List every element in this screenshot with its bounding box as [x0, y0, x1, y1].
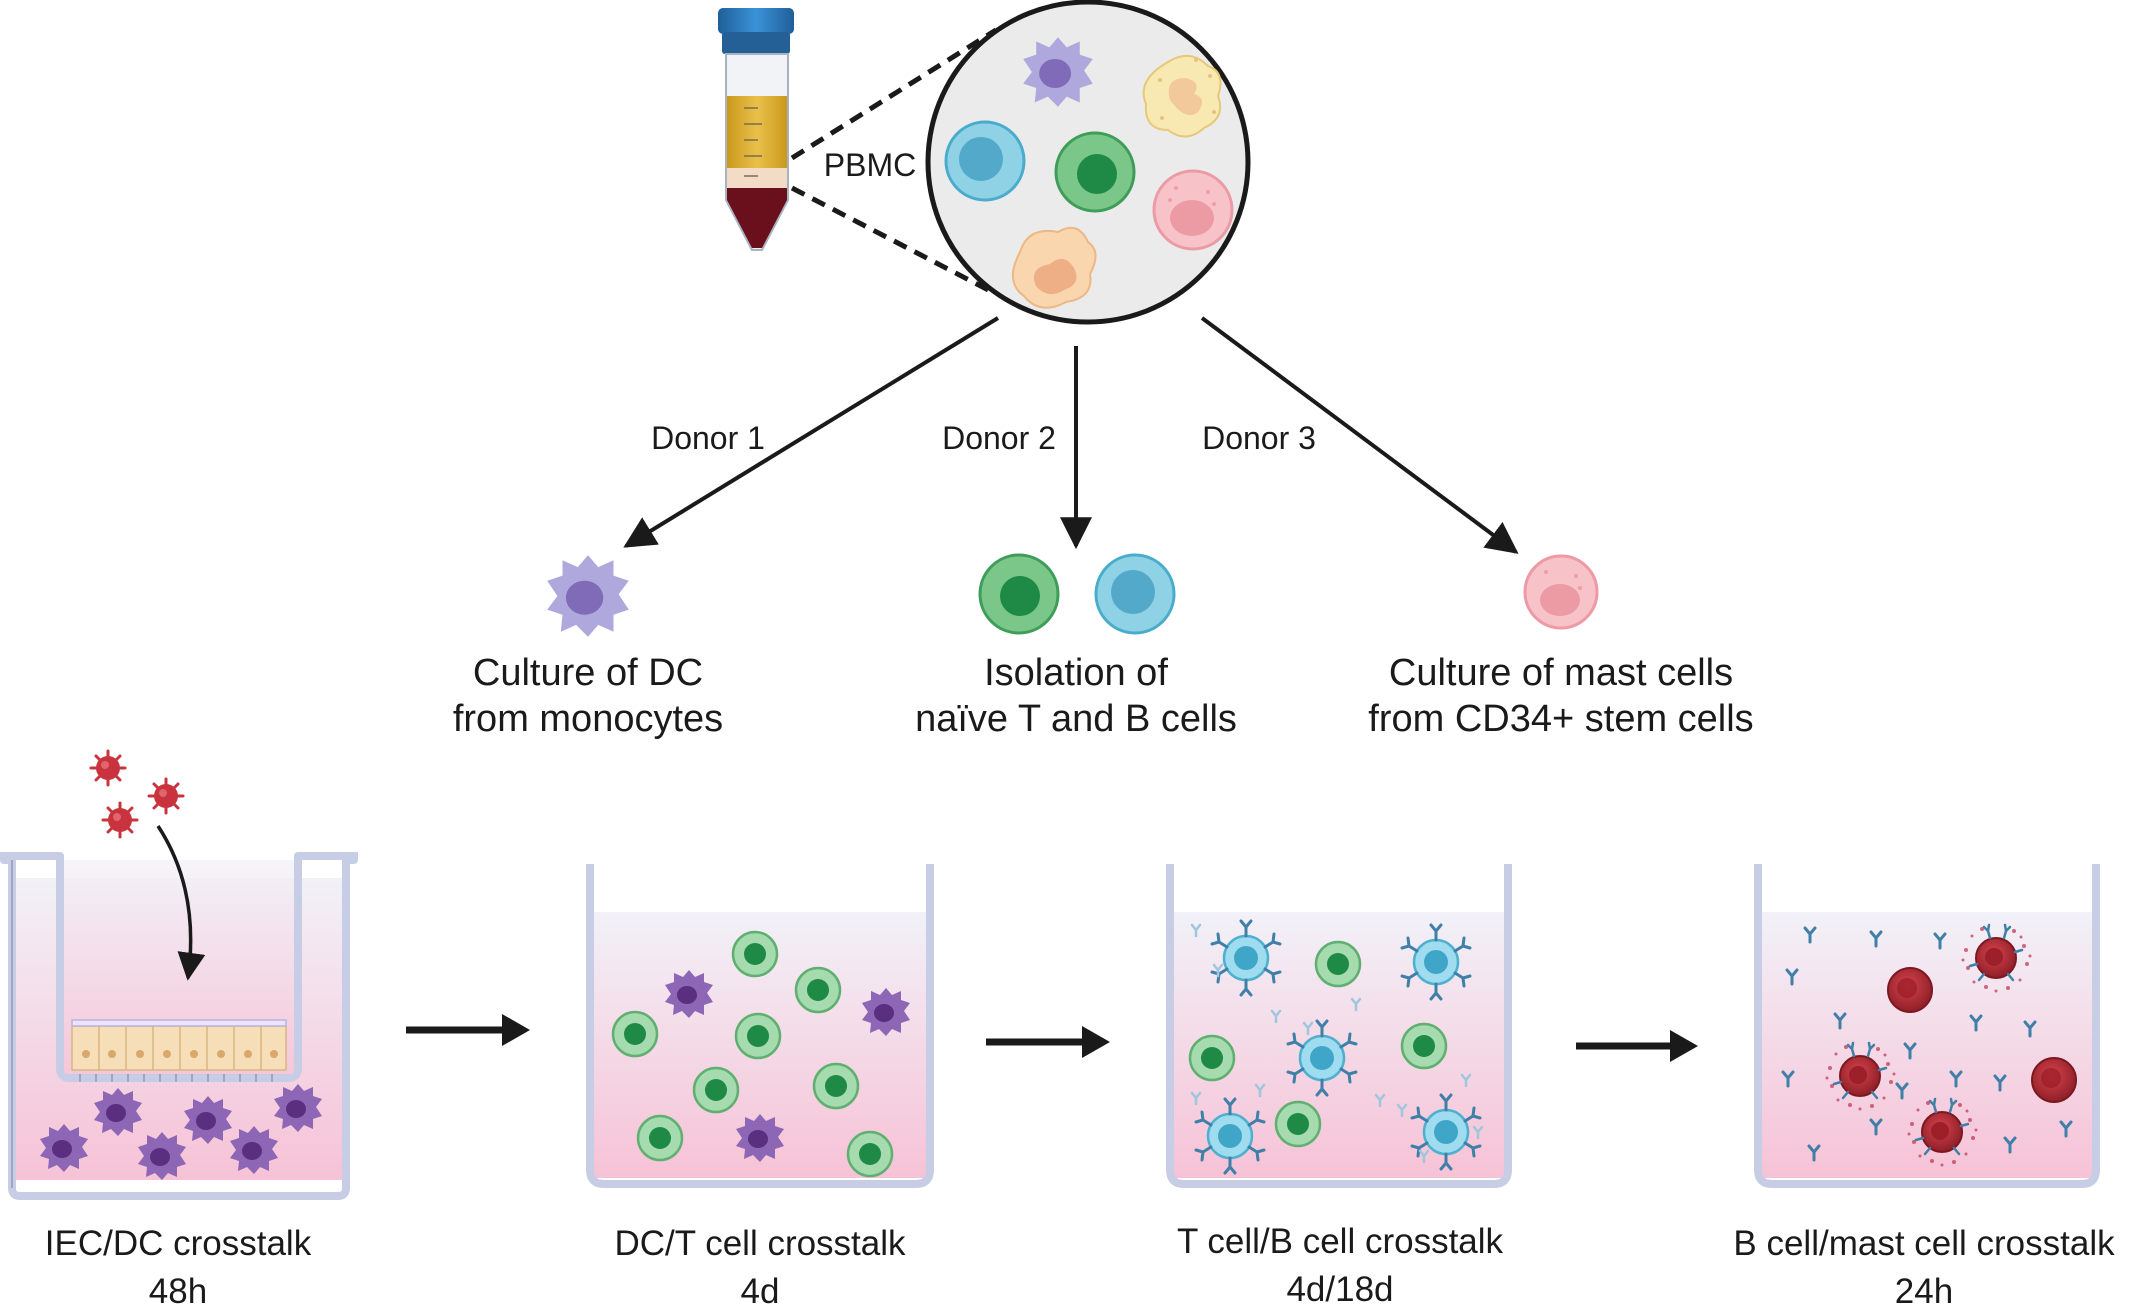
pbmc-circle [925, 0, 1251, 325]
step-3-caption: T cell/B cell crosstalk 4d/18d [1140, 1218, 1540, 1314]
step-3-duration: 4d/18d [1286, 1270, 1394, 1309]
well-1-transwell [0, 749, 358, 1200]
blood-tube [718, 8, 794, 251]
donor-3-label: Donor 3 [1202, 420, 1316, 456]
iec-monolayer [71, 1019, 287, 1071]
step-2-duration: 4d [740, 1272, 780, 1311]
donor-3-result-line1: Culture of mast cells [1388, 652, 1734, 694]
step-2-title: DC/T cell crosstalk [614, 1224, 906, 1263]
donor-3-result-line2: from CD34+ stem cells [1368, 698, 1754, 740]
donor-1-result: Culture of DC from monocytes [388, 650, 788, 742]
step-4-duration: 24h [1894, 1272, 1954, 1311]
donor2-t-cell [978, 553, 1060, 635]
donor-1-label: Donor 1 [651, 420, 765, 456]
well-3 [1166, 864, 1512, 1188]
pbmc-granulocyte-cell [1142, 55, 1222, 138]
step-2-caption: DC/T cell crosstalk 4d [570, 1220, 950, 1316]
step-1-caption: IEC/DC crosstalk 48h [0, 1220, 356, 1316]
step-1-title: IEC/DC crosstalk [44, 1224, 312, 1263]
pbmc-b-cell [944, 120, 1026, 202]
donor3-mast-cell [1523, 554, 1599, 630]
step-4-title: B cell/mast cell crosstalk [1733, 1224, 2115, 1263]
step-3-title: T cell/B cell crosstalk [1176, 1222, 1504, 1261]
donor1-dc-cell [547, 555, 629, 637]
donor-2-result-line2: naïve T and B cells [915, 698, 1237, 740]
donor-1-result-line1: Culture of DC [472, 652, 704, 694]
donor-2-label: Donor 2 [942, 420, 1056, 456]
pbmc-label: PBMC [824, 147, 916, 183]
pbmc-t-cell [1054, 131, 1136, 213]
well-2 [586, 864, 934, 1188]
donor-2-result-line1: Isolation of [984, 652, 1168, 694]
donor2-b-cell [1094, 553, 1176, 635]
zoom-dashed-lines [790, 27, 998, 297]
well-4 [1754, 864, 2100, 1188]
donor-arrows [623, 316, 1519, 554]
pbmc-dc-cell [1023, 37, 1093, 107]
donor-3-result: Culture of mast cells from CD34+ stem ce… [1336, 650, 1786, 742]
donor-1-result-line2: from monocytes [452, 698, 724, 740]
process-arrows [406, 1026, 1680, 1050]
pbmc-mast-cell [1152, 169, 1234, 251]
step-1-duration: 48h [148, 1272, 208, 1311]
donor-2-result: Isolation of naïve T and B cells [876, 650, 1276, 742]
pbmc-monocyte-cell [1012, 226, 1097, 309]
step-4-caption: B cell/mast cell crosstalk 24h [1706, 1220, 2142, 1316]
